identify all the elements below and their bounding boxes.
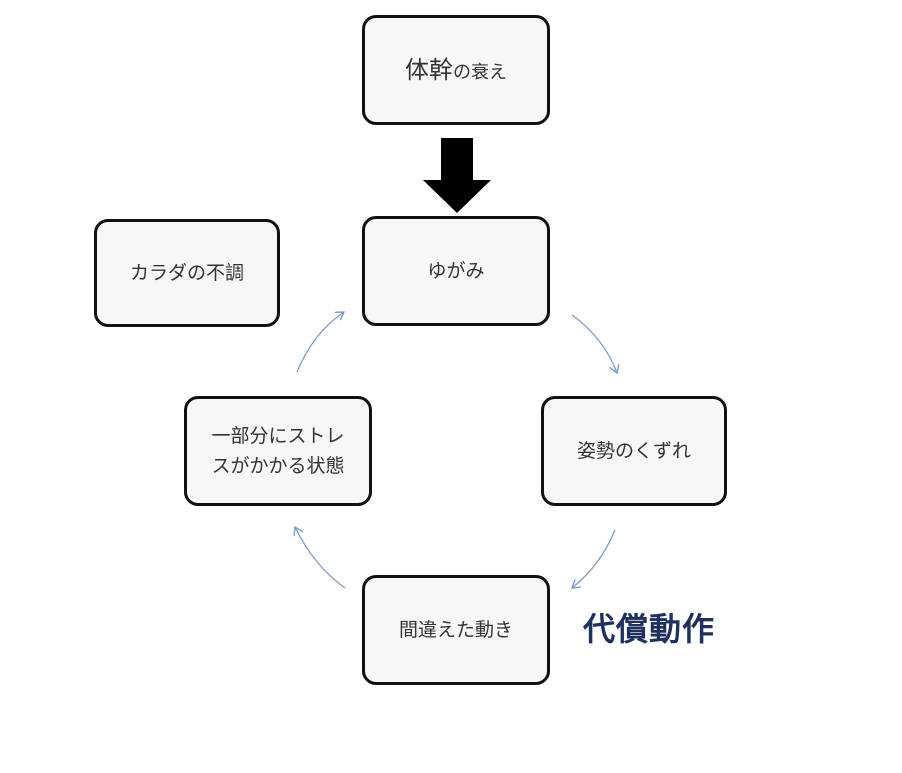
node-body-discomfort-label: カラダの不調 [129,261,244,284]
node-trunk-decline-part1: 体幹 [405,55,453,84]
curved-arrow-icon [571,314,617,373]
curved-arrow-icon [295,527,346,589]
curved-arrow-icon [572,529,616,588]
node-distortion: ゆがみ [362,216,550,326]
node-posture-collapse-label: 姿勢のくずれ [576,439,691,462]
curved-arrow-icon [296,312,344,373]
node-wrong-movement-label: 間違えた動き [398,618,513,641]
node-distortion-label: ゆがみ [427,259,485,282]
node-partial-stress-line1: 一部分にストレ [211,424,345,447]
node-partial-stress: 一部分にストレ スがかかる状態 [184,396,372,506]
node-partial-stress-line2: スがかかる状態 [211,455,345,477]
node-trunk-decline-part2: の衰え [453,61,507,83]
node-trunk-decline: 体幹の衰え [362,15,550,125]
node-body-discomfort: カラダの不調 [94,219,280,327]
node-wrong-movement: 間違えた動き [362,575,550,685]
node-posture-collapse: 姿勢のくずれ [541,396,727,506]
thick-down-arrow-icon [423,138,491,213]
compensatory-movement-label: 代償動作 [583,610,716,648]
